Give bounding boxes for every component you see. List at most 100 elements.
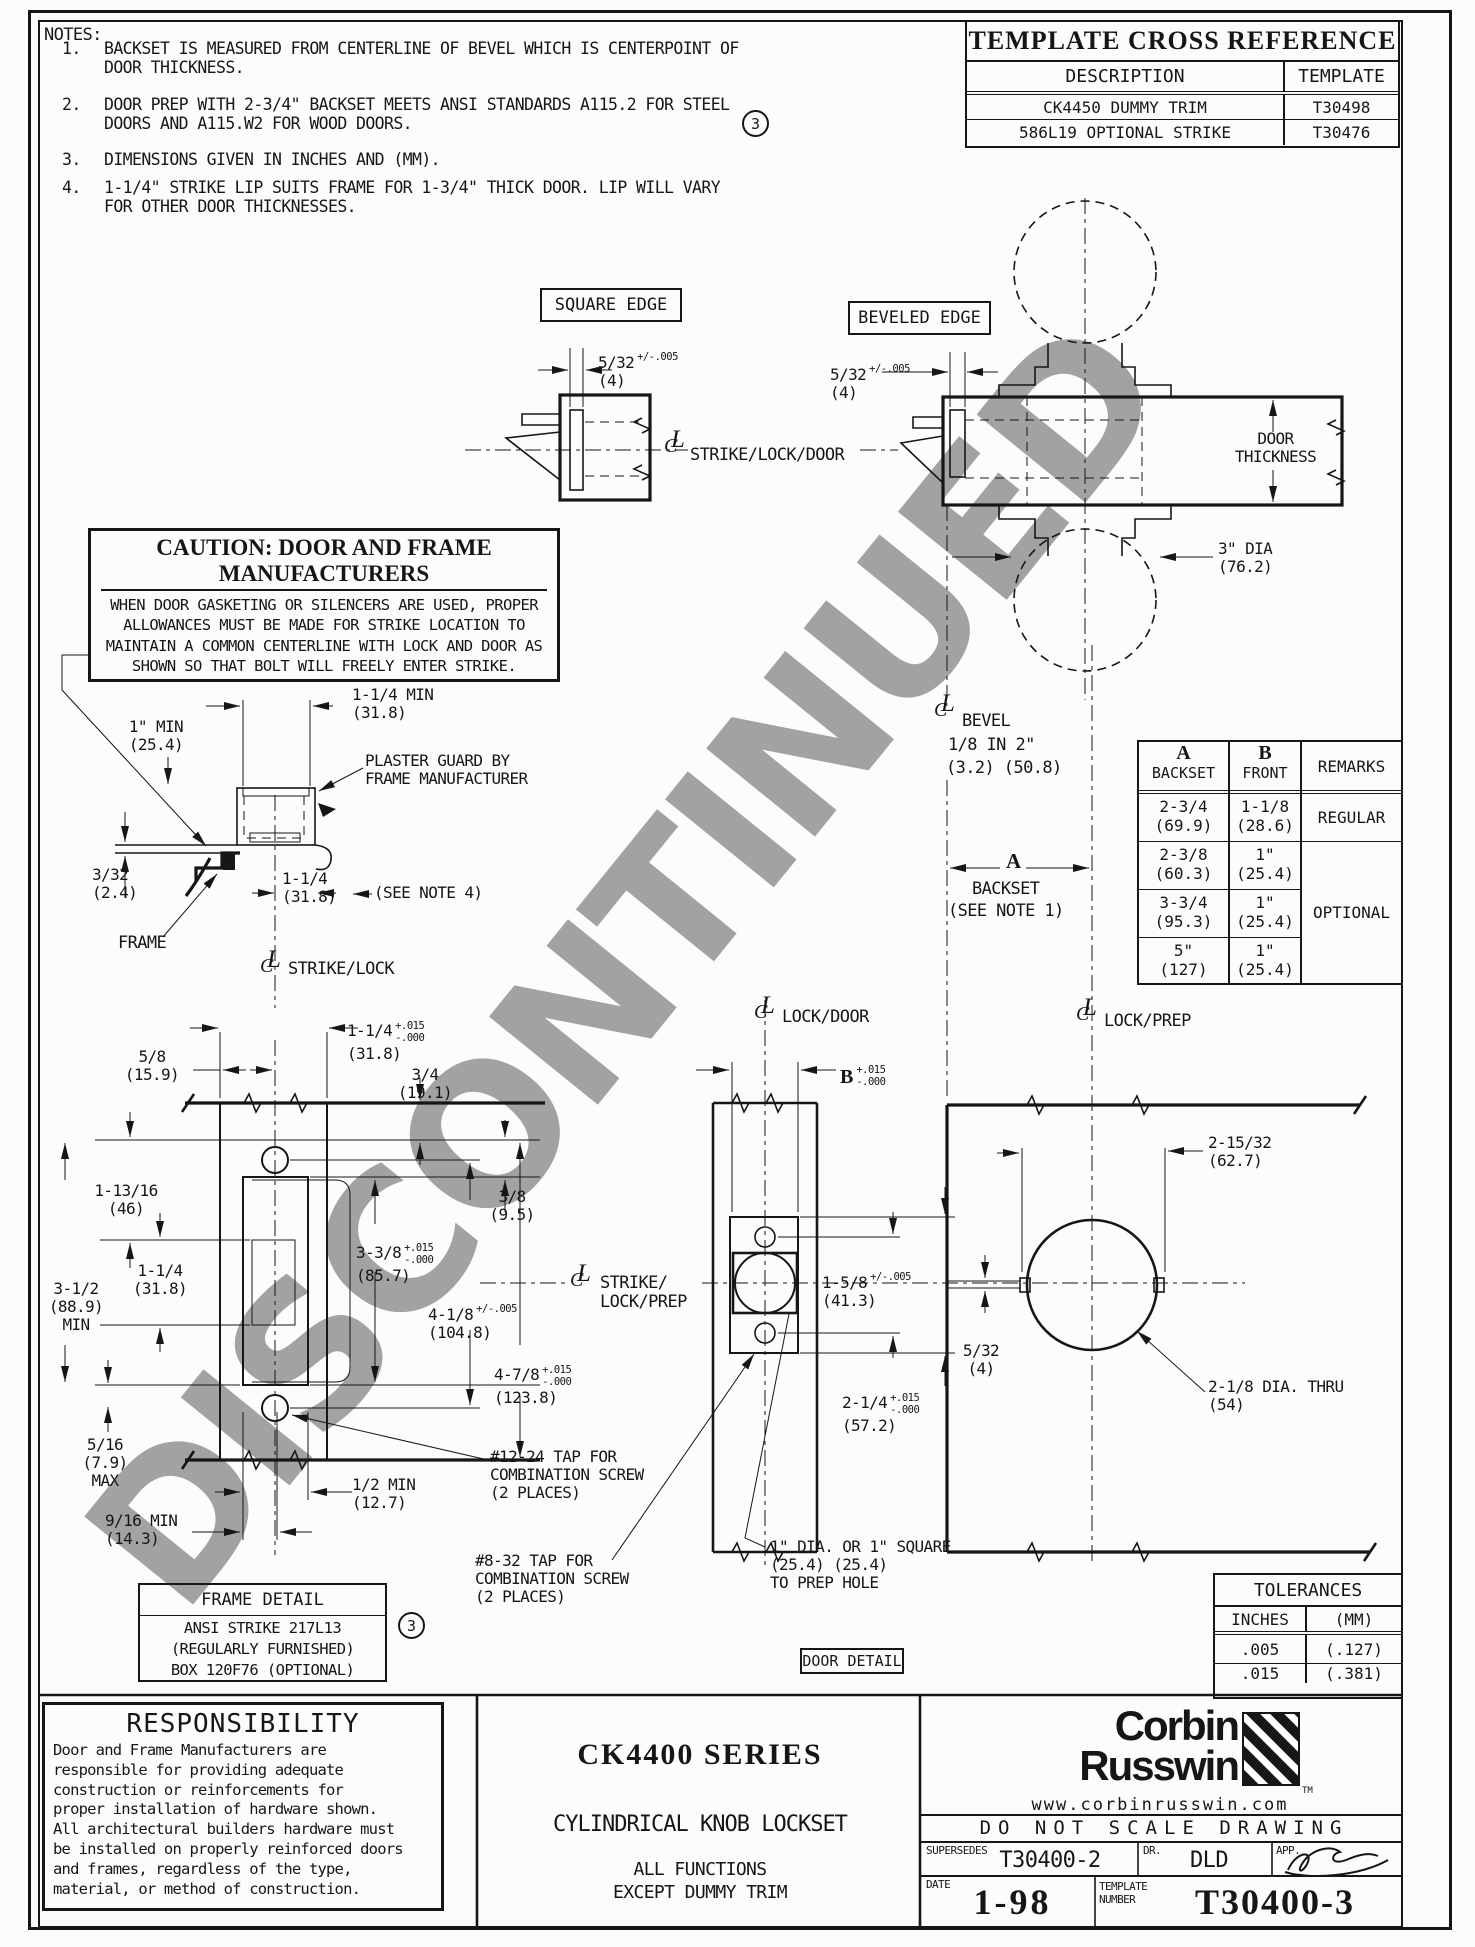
door-detail-label-box: DOOR DETAIL [800,1648,904,1674]
caution-title: CAUTION: DOOR AND FRAME MANUFACTURERS [101,535,547,591]
backset-cell: 2-3/4 (69.9) [1139,794,1228,842]
responsibility-box: RESPONSIBILITY Door and Frame Manufactur… [42,1702,444,1911]
label-door-thickness: DOOR THICKNESS [1234,429,1317,467]
corbin-russwin-logo-icon [1242,1712,1300,1786]
approval-signature [1284,1847,1389,1877]
dim-3-3-8: 3-3/8+.015-.000 (85.7) [356,1242,434,1285]
frame-detail-box: FRAME DETAIL ANSI STRIKE 217L13 (REGULAR… [138,1583,387,1682]
dim-9-16-min: 9/16 MIN (14.3) [105,1511,178,1549]
frame-section-drawing [115,700,372,1008]
backset-col-remarks: REMARKS [1302,742,1401,794]
backset-table: A BACKSET 2-3/4 (69.9) 2-3/8 (60.3) 3-3/… [1137,740,1403,985]
backset-remark-optional: OPTIONAL [1312,903,1391,922]
frame-detail-body: ANSI STRIKE 217L13 (REGULARLY FURNISHED)… [170,1619,355,1679]
functions-subtitle: ALL FUNCTIONS EXCEPT DUMMY TRIM [612,1859,788,1904]
dr-value: DLD [1190,1848,1229,1873]
dim-3in-dia: 3" DIA (76.2) [1218,539,1273,577]
backset-cell: 1-1/8 (28.6) [1230,794,1300,842]
strike-plate-drawing [61,1024,545,1555]
caution-leader [61,654,207,847]
note-4-num: 4. [62,178,81,197]
dim-1-1-4-width: 1-1/4+.015-.000 (31.8) [347,1020,425,1063]
door-face-drawing [945,1094,1378,1563]
tolerance-cell: (.381) [1325,1664,1383,1683]
dim-5-16-max: 5/16 (7.9) MAX [82,1435,128,1491]
label-bevel-ratio: 1/8 IN 2" [948,735,1035,755]
dim-lip-1-1-4: 1-1/4 (31.8) [282,869,337,907]
supersedes-label: SUPERSEDES [926,1844,988,1857]
tolerances-title: TOLERANCES [1215,1575,1401,1607]
dim-2-15-32: 2-15/32 (62.7) [1208,1133,1272,1171]
dim-3-32: 3/32 (2.4) [92,865,138,903]
dim-bevel-5-32: 5/32+/-.005 (4) [830,363,910,403]
tolerance-cell: (.127) [1325,1639,1383,1659]
dim-3-4: 3/4 (19.1) [397,1065,453,1103]
dim-B: B+.015-.000 [840,1064,886,1089]
tolerance-cell: .015 [1215,1664,1307,1683]
date-value: 1-98 [973,1882,1052,1922]
circled-3-marker: 3 [398,1612,425,1639]
tolerance-cell: .005 [1215,1635,1307,1663]
series-title: CK4400 SERIES [577,1738,823,1771]
label-strike-lock: STRIKE/LOCK [288,959,395,979]
dr-label: DR. [1143,1844,1162,1857]
dim-1-1-4-hole: 1-1/4 (31.8) [132,1261,188,1299]
cross-ref-row-desc: 586L19 OPTIONAL STRIKE [967,120,1285,145]
dim-1-2-min: 1/2 MIN (12.7) [352,1475,416,1513]
backset-cell: 2-3/8 (60.3) [1139,842,1228,890]
dim-2-1-4: 2-1/4+.015-.000 (57.2) [842,1392,920,1435]
note-3-num: 3. [62,150,81,169]
brand-corbin: Corbin [1114,1702,1240,1749]
label-backset: BACKSET [972,879,1040,899]
caution-body: WHEN DOOR GASKETING OR SILENCERS ARE USE… [105,596,543,676]
dim-3-8: 3/8 (9.5) [489,1187,535,1225]
backset-cell: 5" (127) [1159,941,1208,979]
cross-ref-row-template: T30476 [1312,123,1371,142]
note-2-text: DOOR PREP WITH 2-3/4" BACKSET MEETS ANSI… [104,95,730,133]
brand-russwin: Russwin [1079,1742,1240,1789]
notes-heading: NOTES: [44,25,102,45]
outer-page-border [28,10,1452,1930]
label-prep-hole: 1" DIA. OR 1" SQUARE (25.4) (25.4) TO PR… [770,1537,951,1593]
backset-remark-regular: REGULAR [1302,794,1401,842]
backset-cell: 3-3/4 (95.3) [1139,890,1228,938]
label-bevel-mm: (3.2) (50.8) [946,758,1062,778]
note-1-text: BACKSET IS MEASURED FROM CENTERLINE OF B… [104,39,739,77]
backset-col-b: B [1258,742,1272,764]
dim-5-8: 5/8 (15.9) [124,1047,180,1085]
supersedes-value: T30400-2 [999,1848,1101,1873]
dim-4-1-8: 4-1/8+/-.005 (104.8) [428,1303,517,1343]
dim-2-1-8-dia: 2-1/8 DIA. THRU (54) [1208,1377,1344,1415]
dim-1-5-8: 1-5/8+/-.005 (41.3) [822,1271,911,1311]
backset-cell: 1" (25.4) [1230,890,1300,938]
cross-reference-table: TEMPLATE CROSS REFERENCE DESCRIPTION TEM… [965,20,1400,148]
backset-cell: 1" (25.4) [1236,941,1294,979]
label-see-note-4: (SEE NOTE 4) [374,883,483,902]
template-number-label: TEMPLATE NUMBER [1099,1880,1148,1907]
app-label: APP. [1276,1844,1301,1857]
dim-backset-A: A [1006,849,1022,873]
backset-col-a: A [1176,742,1191,764]
date-label: DATE [926,1878,951,1891]
product-title: CYLINDRICAL KNOB LOCKSET [553,1812,848,1837]
square-edge-label-box: SQUARE EDGE [540,288,682,322]
label-tap-12-24: #12-24 TAP FOR COMBINATION SCREW (2 PLAC… [490,1447,644,1503]
label-plaster-guard: PLASTER GUARD BY FRAME MANUFACTURER [365,751,528,789]
cross-ref-row-desc: CK4450 DUMMY TRIM [967,95,1285,119]
cross-reference-title: TEMPLATE CROSS REFERENCE [967,22,1398,62]
circled-3-marker: 3 [742,110,769,137]
note-1-num: 1. [62,39,81,58]
brand-website: www.corbinrusswin.com [1031,1795,1289,1815]
tolerances-table: TOLERANCES INCHES (MM) .005 (.127) .015 … [1213,1573,1403,1699]
note-2-num: 2. [62,95,81,114]
dim-4-7-8: 4-7/8+.015-.000 (123.8) [494,1364,572,1407]
dim-3-1-2-min: 3-1/2 (88.9) MIN [48,1279,104,1335]
cross-ref-col-description: DESCRIPTION [967,62,1285,91]
label-bevel: BEVEL [962,711,1011,731]
